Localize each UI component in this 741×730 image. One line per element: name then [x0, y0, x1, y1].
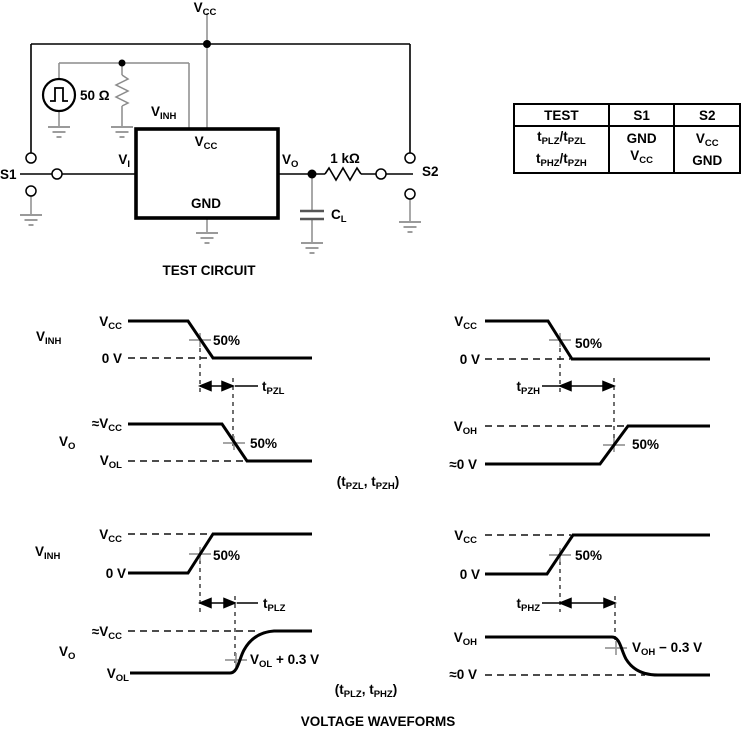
top-pair-caption: (tPZL, tPZH) [336, 474, 400, 492]
tl-in-high-label: VCC [99, 314, 122, 332]
test-circuit-graphics [19, 13, 422, 254]
capacitor-icon [300, 209, 324, 221]
vo-label: VO [282, 152, 299, 170]
bl-signal-out-label: VO [59, 644, 76, 662]
dut-gnd-pin-label: GND [191, 196, 221, 211]
bl-out-high-label: ≈VCC [91, 624, 122, 642]
fifty-percent-markers [189, 333, 627, 667]
switch-terminals [25, 152, 416, 200]
ground-icon [398, 221, 422, 233]
br-tphz-label: tPHZ [516, 596, 541, 614]
pulse-generator-icon [41, 77, 77, 113]
trace-tr-output [485, 424, 710, 466]
br-out-high-label: VOH [453, 630, 477, 648]
gray-wires [30, 13, 411, 242]
ground-icon [195, 232, 219, 244]
vcc-supply-label: VCC [193, 0, 217, 18]
s2-line-2: GND [692, 153, 723, 168]
s1-line-1: GND [626, 131, 657, 146]
voltage-waveforms-title: VOLTAGE WAVEFORMS [300, 714, 456, 729]
tl-in-low-label: 0 V [101, 351, 122, 366]
tr-out-50pct-label: 50% [632, 437, 660, 452]
tl-signal-out-label: VO [59, 434, 76, 452]
tr-out-high-label: VOH [453, 419, 477, 437]
table-row: tPLZ/tPZL tPHZ/tPZH GND VCC VCC GND [513, 125, 741, 174]
ground-icon [110, 126, 134, 138]
ground-icon [19, 214, 43, 226]
ground-icon [300, 242, 324, 254]
br-annotation-label: VOH − 0.3 V [632, 640, 703, 658]
test-line-1: tPLZ/tPZL [537, 128, 586, 147]
table-cell-s2: VCC GND [673, 125, 741, 174]
switch-setting-table: TEST S1 S2 tPLZ/tPZL tPHZ/tPZH GND VCC V… [513, 103, 741, 174]
br-out-low-label: ≈0 V [449, 667, 477, 682]
tr-tpzh-label: tPZH [516, 379, 541, 397]
switch-s1-label: S1 [0, 167, 17, 182]
dut-vcc-pin-label: VCC [194, 134, 218, 152]
tr-in-low-label: 0 V [459, 352, 480, 367]
black-wires [20, 43, 413, 182]
s1-line-2: VCC [630, 148, 653, 166]
arrow-tplz [198, 597, 258, 609]
tr-out-low-label: ≈0 V [449, 457, 477, 472]
waveform-traces [128, 319, 710, 677]
table-header-row: TEST S1 S2 [513, 103, 741, 127]
trace-tr-input [485, 319, 710, 361]
tr-in-high-label: VCC [454, 314, 477, 332]
bl-out-low-label: VOL [106, 666, 129, 684]
junction-dots [118, 40, 317, 179]
source-resistor-label: 50 Ω [80, 88, 110, 103]
tl-in-50pct-label: 50% [213, 333, 241, 348]
bl-in-low-label: 0 V [105, 566, 126, 581]
bl-in-high-label: VCC [99, 527, 122, 545]
trace-tl-input [128, 319, 312, 360]
bl-tplz-label: tPLZ [263, 596, 286, 614]
tl-out-high-label: ≈VCC [91, 416, 122, 434]
trace-tl-output [128, 422, 312, 463]
bl-annotation-label: VOL + 0.3 V [250, 652, 320, 670]
table-cell-test: tPLZ/tPZL tPHZ/tPZH [513, 125, 610, 174]
tr-in-50pct-label: 50% [575, 336, 603, 351]
timing-arrows [198, 380, 617, 609]
trace-bl-input [128, 532, 312, 575]
load-resistor-label: 1 kΩ [330, 151, 360, 166]
arrow-tpzl [198, 380, 258, 392]
br-in-low-label: 0 V [459, 567, 480, 582]
waveform-graphics [128, 319, 710, 677]
table-header-s1: S1 [607, 103, 676, 127]
tl-out-50pct-label: 50% [250, 436, 278, 451]
level-dashed-lines [128, 357, 645, 676]
bottom-pair-caption: (tPLZ, tPHZ) [334, 682, 398, 700]
switch-s2-label: S2 [422, 164, 439, 179]
arrow-tpzh [542, 380, 616, 392]
tl-tpzl-label: tPZL [262, 379, 285, 397]
table-header-s2: S2 [673, 103, 741, 127]
test-line-2: tPHZ/tPZH [536, 150, 587, 169]
table-cell-s1: GND VCC [607, 125, 676, 174]
trace-br-input [485, 533, 710, 576]
bl-signal-in-label: VINH [35, 544, 61, 562]
trace-bl-output [130, 629, 312, 675]
bl-in-50pct-label: 50% [213, 548, 241, 563]
vi-label: VI [118, 152, 130, 170]
ground-icon [47, 126, 71, 138]
trace-br-output [485, 635, 710, 677]
br-in-50pct-label: 50% [575, 548, 603, 563]
load-capacitor-label: CL [331, 207, 347, 225]
arrow-tphz [542, 597, 617, 609]
s2-line-1: VCC [695, 131, 719, 149]
dut-box [134, 127, 280, 220]
table-header-test: TEST [513, 103, 610, 127]
vinh-label: VINH [151, 104, 177, 122]
tl-out-low-label: VOL [99, 453, 122, 471]
tl-signal-in-label: VINH [36, 329, 62, 347]
br-in-high-label: VCC [454, 528, 477, 546]
test-circuit-caption: TEST CIRCUIT [162, 263, 256, 278]
